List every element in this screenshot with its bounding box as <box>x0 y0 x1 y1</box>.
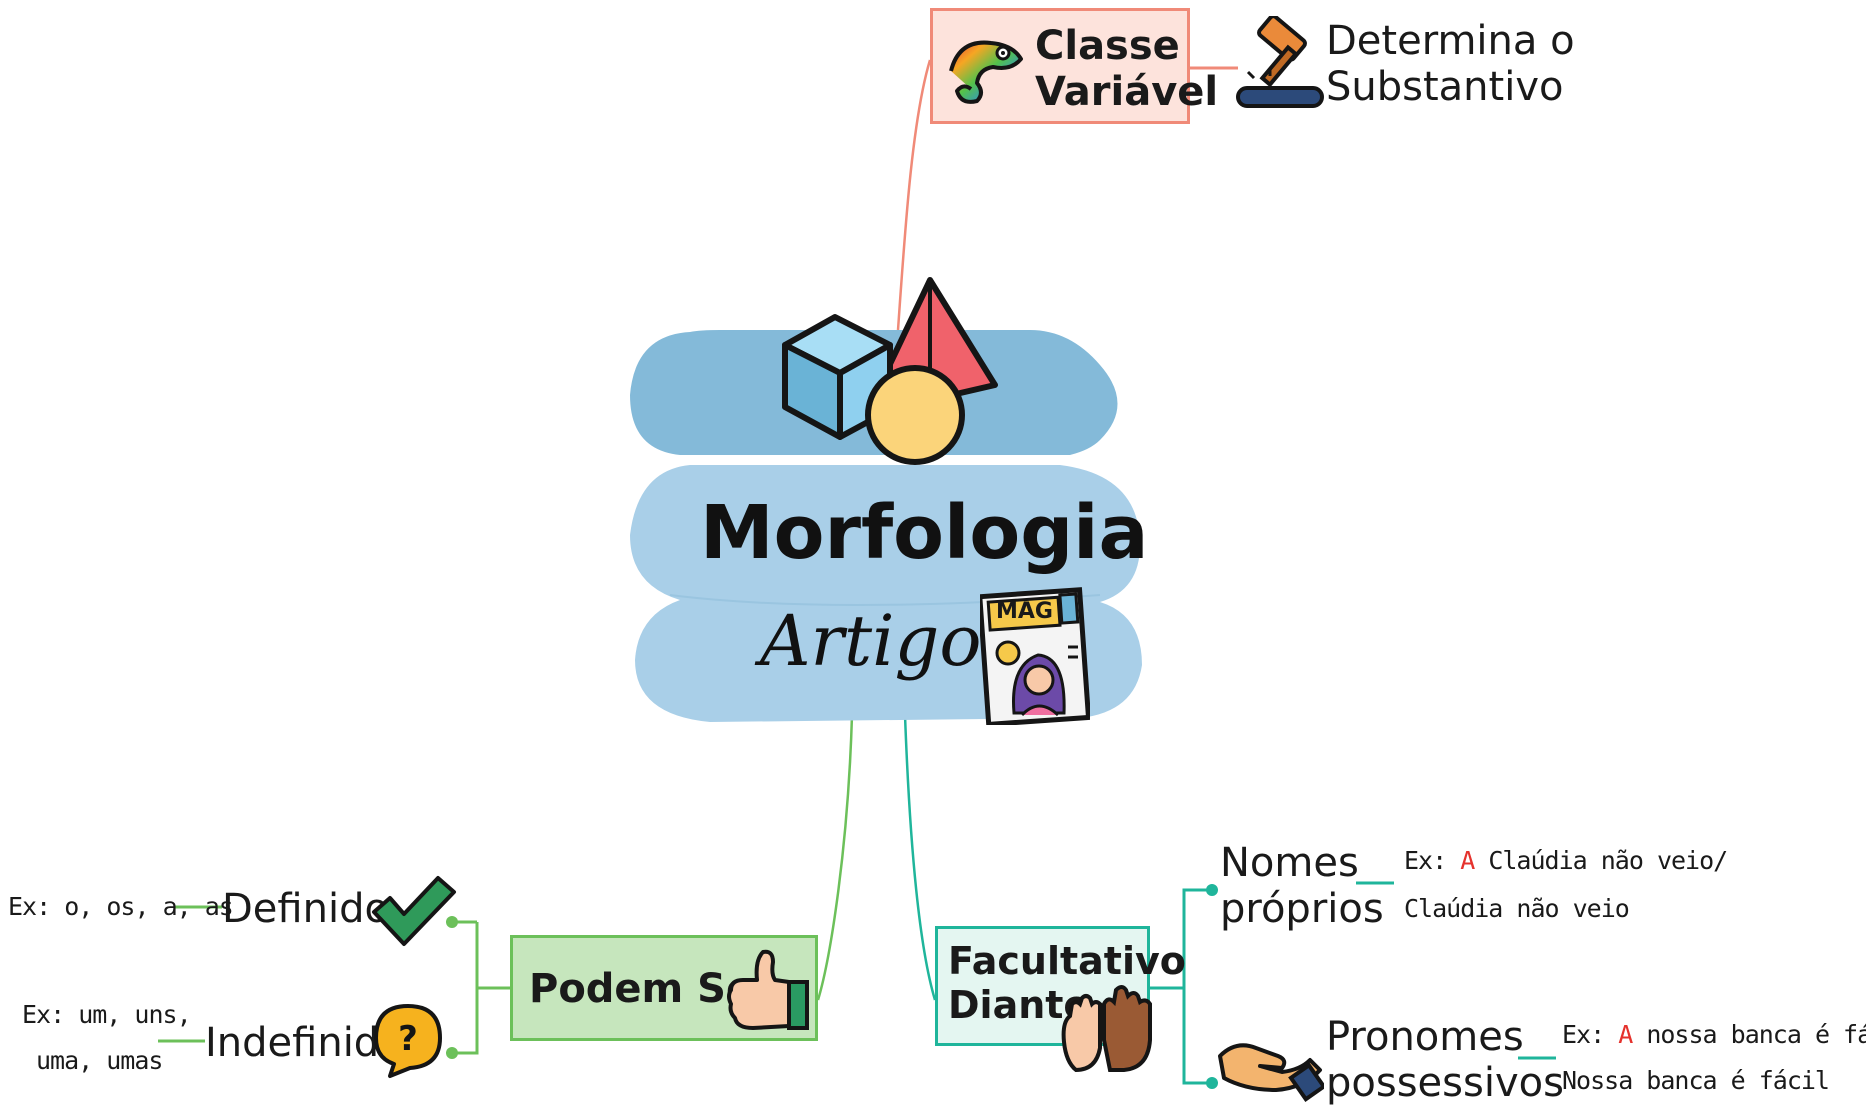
example-highlight-article: A <box>1460 846 1475 875</box>
top-branch-line <box>896 59 932 331</box>
giving-hand-icon <box>1218 1043 1324 1102</box>
definido-label: Definido <box>222 886 389 932</box>
thumbs-up-icon <box>727 949 809 1030</box>
top-detail-line2: Substantivo <box>1326 64 1564 110</box>
gavel-icon <box>1236 16 1324 108</box>
magazine-icon: MAG <box>977 585 1092 728</box>
example-rest: Claúdia não veio/ <box>1474 846 1728 875</box>
indefinido-example-line2: uma, umas <box>36 1046 163 1075</box>
example-prefix: Ex: <box>1404 846 1461 875</box>
left-node-podem-ser[interactable]: Podem Ser <box>510 935 818 1041</box>
left-children-bracket <box>475 922 510 990</box>
top-node-label-line2: Variável <box>1035 69 1219 115</box>
top-node-classe-variavel[interactable]: Classe Variável <box>930 8 1218 124</box>
nomes-proprios-example-line1: Ex: A Claúdia não veio/ <box>1404 838 1728 884</box>
example-prefix: Ex: <box>1562 1020 1619 1049</box>
pronomes-possessivos-line1: Pronomes <box>1326 1014 1524 1060</box>
example-rest: nossa banca é fácil/ <box>1646 1020 1866 1049</box>
central-subtitle: Artigo <box>760 600 982 682</box>
example-highlight-article: A <box>1618 1020 1633 1049</box>
question-bubble-icon: ? <box>374 1004 442 1078</box>
nomes-proprios-example-line2: Claúdia não veio <box>1404 894 1630 923</box>
top-detail-line1: Determina o <box>1326 18 1575 64</box>
definido-example: Ex: o, os, a, as <box>8 892 234 921</box>
chameleon-icon <box>949 40 1023 104</box>
right-branch-line <box>903 714 937 1001</box>
geometric-shapes-icon <box>782 277 998 465</box>
nomes-proprios-line1: Nomes <box>1220 840 1359 886</box>
top-node-label-line1: Classe <box>1035 23 1180 69</box>
indefinido-label: Indefinido <box>205 1020 404 1066</box>
pronomes-example-line1: Ex: A nossa banca é fácil/ <box>1562 1012 1866 1058</box>
indefinido-example-line1: Ex: um, uns, <box>22 1000 192 1029</box>
right-node-label-line1: Facultativo <box>948 939 1186 983</box>
magazine-label: MAG <box>996 599 1053 624</box>
svg-text:?: ? <box>398 1019 418 1059</box>
checkmark-icon <box>372 876 456 946</box>
left-branch-line <box>816 714 854 1001</box>
raised-hands-icon <box>1061 985 1152 1073</box>
central-title: Morfologia <box>700 490 1149 576</box>
pronomes-example-line2: Nossa banca é fácil <box>1562 1066 1830 1095</box>
pronomes-possessivos-line2: possessivos <box>1326 1060 1564 1106</box>
nomes-proprios-line2: próprios <box>1220 886 1384 932</box>
